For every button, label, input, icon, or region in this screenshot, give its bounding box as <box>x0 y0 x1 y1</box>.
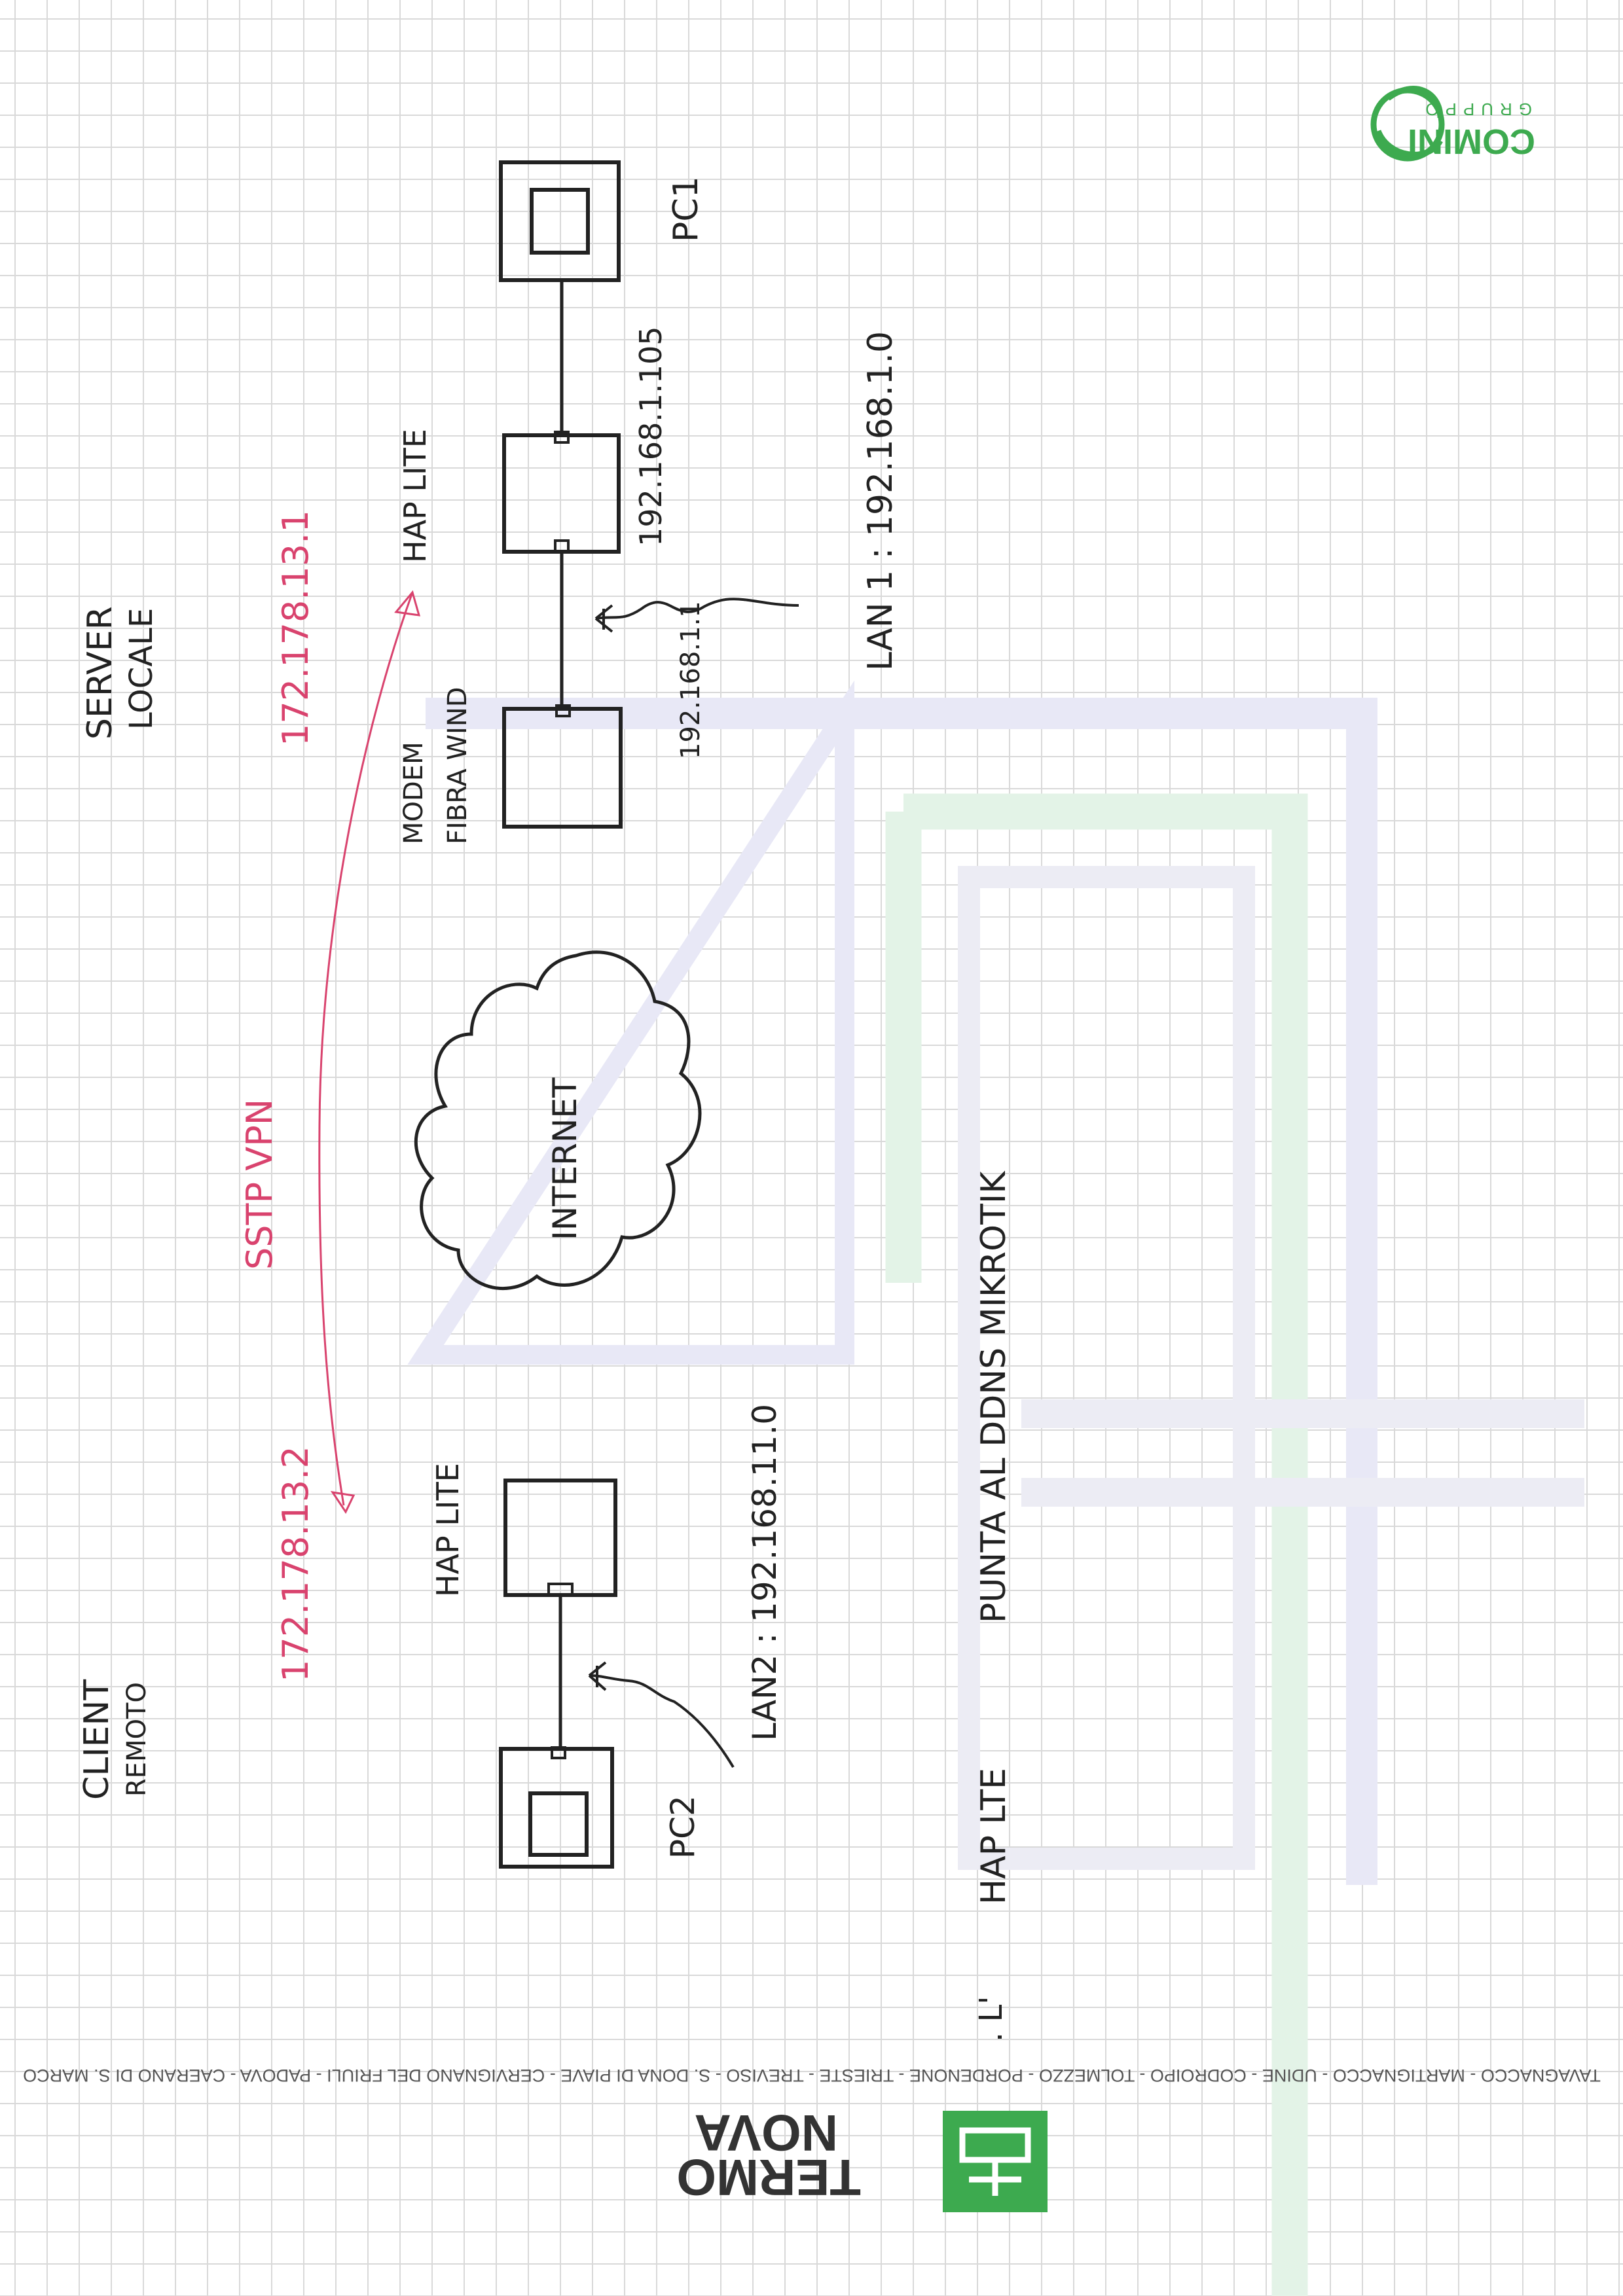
vpn-server-ip-label: 172.178.13.1 <box>275 510 316 746</box>
lan1-arrowhead <box>594 604 613 633</box>
lan2-pointer-arrow <box>589 1674 735 1768</box>
pc1-device <box>499 160 621 282</box>
lan2-arrowhead <box>588 1661 607 1691</box>
client-title: CLIENT <box>77 1679 117 1800</box>
vpn-tunnel-line <box>318 592 414 1506</box>
vpn-label: SSTP VPN <box>239 1099 280 1270</box>
vpn-arrowhead-client <box>330 1490 356 1515</box>
client-side: CLIENT REMOTO HAP LITE PC2 LAN2 : 192.16… <box>77 1404 784 1869</box>
termo-nova-name-line2: NOVA <box>694 2104 838 2162</box>
server-side: SERVER LOCALE PC1 HAP LITE 192.168.1.105… <box>81 160 900 844</box>
lan2-label: LAN2 : 192.168.11.0 <box>746 1404 784 1741</box>
gateway-ip-label: 192.168.1.1 <box>676 601 706 759</box>
vpn-arrowhead-server <box>394 590 421 617</box>
pc1-label: PC1 <box>666 176 706 242</box>
hap-lite-client-label: HAP LITE <box>430 1463 465 1597</box>
modem-device <box>502 704 623 829</box>
notes-line1: PUNTA AL DDNS MIKROTIK <box>974 1170 1013 1623</box>
hap-lite-client-device <box>503 1479 617 1597</box>
vpn-client-ip-label: 172.178.13.2 <box>275 1446 316 1682</box>
internet-cloud: INTERNET <box>414 950 702 1290</box>
lan1-label: LAN 1 : 192.168.1.0 <box>861 331 900 671</box>
locations-footer: TAVAGNACCO - MARTIGNACCO - UDINE - CODRO… <box>23 2066 1601 2085</box>
pc2-device <box>499 1746 614 1869</box>
pc2-label: PC2 <box>664 1795 702 1859</box>
client-subtitle: REMOTO <box>122 1682 152 1797</box>
notes-mark: . L' <box>973 1996 1010 2042</box>
internet-label: INTERNET <box>546 1077 584 1240</box>
gruppo-comini-label: COMINI <box>1408 122 1535 161</box>
leaf-icon <box>1370 86 1445 162</box>
lan1-pointer-arrow <box>595 598 799 620</box>
hap-lite-server-device <box>502 431 621 554</box>
hap-lite-server-label: HAP LITE <box>397 429 433 563</box>
pc1-ip-label: 192.168.1.105 <box>633 326 668 547</box>
vpn-link: SSTP VPN 172.178.13.1 172.178.13.2 <box>239 510 421 1682</box>
locations-text: TAVAGNACCO - MARTIGNACCO - UDINE - CODRO… <box>23 2066 1601 2085</box>
termo-nova-name: TERMO <box>676 2149 861 2206</box>
gruppo-comini-logo: COMINI GRUPPO <box>1370 86 1535 162</box>
modem-sublabel: FIBRA WIND <box>443 687 473 844</box>
notes: PUNTA AL DDNS MIKROTIK HAP LTE . L' <box>973 1170 1013 2042</box>
notes-line2: HAP LTE <box>974 1768 1013 1905</box>
modem-label: MODEM <box>399 742 429 844</box>
server-subtitle: LOCALE <box>123 608 160 730</box>
background-watermark <box>407 680 1584 2296</box>
termo-nova-logo: TERMO NOVA <box>676 2104 1048 2212</box>
gruppo-comini-sublabel: GRUPPO <box>1419 99 1532 119</box>
server-title: SERVER <box>81 606 120 740</box>
